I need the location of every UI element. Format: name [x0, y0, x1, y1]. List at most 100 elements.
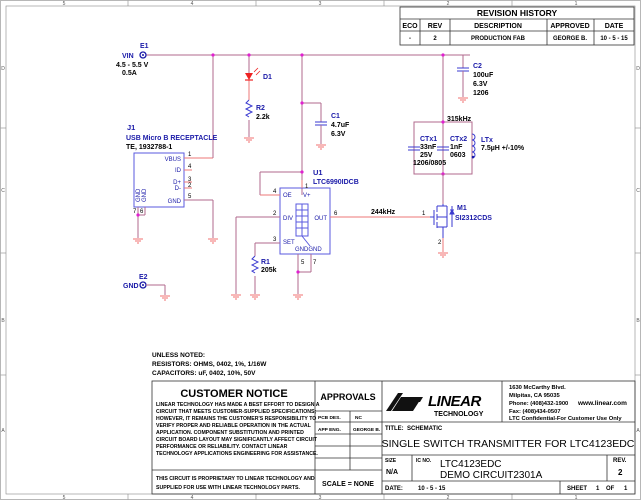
capacitor-c2: C2 100uF 6.3V 1206	[457, 63, 494, 103]
column-label: 5	[63, 1, 66, 7]
confidential-notice: LTC Confidential-For Customer Use Only	[509, 416, 622, 422]
j1-shield-pin: GND	[142, 188, 148, 202]
m1-gate-pin: 1	[422, 211, 426, 217]
title-value: SCHEMATIC	[407, 426, 443, 432]
mosfet-icon	[433, 204, 455, 238]
date-value: 10 - 5 - 15	[418, 486, 446, 492]
ctx2-ref: CTx2	[450, 136, 467, 143]
approvals-title: APPROVALS	[320, 392, 375, 402]
d1-ref: D1	[263, 74, 272, 81]
terminal-e1: E1 VIN 4.5 - 5.5 V 0.5A	[116, 43, 149, 77]
proprietary-line: THIS CIRCUIT IS PROPRIETARY TO LINEAR TE…	[156, 476, 315, 482]
size-value: N/A	[386, 469, 398, 476]
ctx1-package: 1206/0805	[413, 160, 446, 167]
u1-pin-num: 4	[273, 189, 277, 195]
e1-range: 4.5 - 5.5 V	[116, 62, 149, 69]
size-label: SIZE	[385, 458, 397, 464]
main-title: SINGLE SWITCH TRANSMITTER FOR LTC4123EDC	[382, 438, 635, 450]
ground-icon	[244, 137, 254, 143]
r1-ref: R1	[261, 259, 270, 266]
ground-icon	[160, 295, 170, 301]
notes-line: UNLESS NOTED:	[152, 352, 205, 359]
rev-value: 2	[618, 468, 623, 477]
column-label: 2	[447, 495, 450, 500]
u1-pin-num: 1	[305, 184, 309, 190]
vin-rail	[146, 53, 470, 204]
u1-gnd-num: 5	[301, 260, 305, 266]
rev-cell: -	[409, 36, 411, 42]
column-label: 2	[447, 1, 450, 7]
ground-icon	[458, 97, 468, 103]
logo-sub: TECHNOLOGY	[434, 411, 484, 418]
ground-icon	[438, 252, 448, 258]
address-line: 1630 McCarthy Blvd.	[509, 385, 566, 391]
j1-ref: J1	[127, 123, 135, 132]
resistor-r2: R2 2.2k	[244, 99, 270, 143]
column-label: 4	[191, 1, 194, 7]
ground-icon	[231, 294, 241, 300]
approval-role: PCB DES.	[318, 415, 341, 421]
rev-header: DESCRIPTION	[474, 23, 522, 30]
rev-header: REV	[428, 23, 443, 30]
j1-shield-pin: GND	[136, 188, 142, 202]
j1-pin-num: 3	[188, 177, 192, 183]
lt-logo-icon	[392, 397, 423, 411]
notice-line: APPLICATION. COMPONENT SUBSTITUTION AND …	[156, 430, 304, 436]
ground-icon	[250, 294, 260, 300]
address-line: Milpitas, CA 95035	[509, 393, 560, 399]
inductor-icon	[471, 133, 476, 159]
ic-number: LTC4123EDC	[440, 459, 502, 470]
j1-part: TE, 1932788-1	[126, 144, 172, 151]
sheet-label: SHEET	[567, 486, 587, 492]
terminal-icon	[139, 51, 147, 59]
terminal-e2: E2 GND	[123, 274, 170, 301]
m1-part: SI2312CDS	[455, 215, 492, 222]
c1-voltage: 6.3V	[331, 131, 346, 138]
row-label: C	[1, 188, 5, 194]
approval-name: NC	[355, 415, 362, 421]
ground-icon	[133, 238, 143, 244]
column-label: 1	[575, 495, 578, 500]
notes: UNLESS NOTED: RESISTORS: OHMS, 0402, 1%,…	[152, 352, 267, 377]
logo-word: LINEAR	[428, 393, 482, 410]
j1-pin: GND	[168, 199, 182, 205]
rev-header: ECO	[402, 23, 418, 30]
proprietary-line: SUPPLIED FOR USE WITH LINEAR TECHNOLOGY …	[156, 485, 300, 491]
notice-line: HOWEVER, IT REMAINS THE CUSTOMER'S RESPO…	[156, 416, 316, 422]
notice-line: PERFORMANCE OR RELIABILITY. CONTACT LINE…	[156, 444, 288, 450]
approval-role: APP ENG.	[318, 427, 341, 433]
e1-net: VIN	[122, 53, 134, 60]
u1-pin: SET	[283, 240, 295, 246]
rev-cell: 2	[433, 36, 437, 42]
e1-ref: E1	[140, 43, 149, 50]
revision-history-title: REVISION HISTORY	[477, 8, 558, 18]
u1-pin: DIV	[283, 216, 293, 222]
rev-label: REV.	[613, 458, 627, 464]
column-label: 3	[319, 495, 322, 500]
column-label: 5	[63, 495, 66, 500]
column-label: 4	[191, 495, 194, 500]
r2-ref: R2	[256, 105, 265, 112]
u1-pin: OUT	[314, 216, 327, 222]
u1-gnd-num: 7	[313, 260, 317, 266]
c2-ref: C2	[473, 63, 482, 70]
notice-line: CIRCUIT THAT MEETS CUSTOMER-SUPPLIED SPE…	[156, 409, 317, 415]
notice-line: VERIFY PROPER AND RELIABLE OPERATION IN …	[156, 423, 312, 429]
j1-pin-num: 2	[188, 183, 192, 189]
ltx-value: 7.5µH +/-10%	[481, 145, 525, 152]
notes-line: RESISTORS: OHMS, 0402, 1%, 1/16W	[152, 361, 267, 368]
ctx1-value: 33nF	[420, 144, 437, 151]
rev-cell: 10 - 5 - 15	[600, 36, 628, 42]
u1-part: LTC6990IDCB	[313, 179, 359, 186]
tank-frequency: 315kHz	[447, 116, 472, 123]
r2-value: 2.2k	[256, 114, 270, 121]
row-label: C	[636, 188, 640, 194]
j1-pin: ID	[175, 168, 182, 174]
j1-pin: D-	[175, 186, 181, 192]
resistor-icon	[244, 99, 254, 118]
date-label: DATE:	[385, 486, 403, 492]
notice-line: CIRCUIT BOARD LAYOUT MAY SIGNIFICANTLY A…	[156, 437, 318, 443]
e2-ref: E2	[139, 274, 148, 281]
j1-pin: VBUS	[165, 157, 181, 163]
